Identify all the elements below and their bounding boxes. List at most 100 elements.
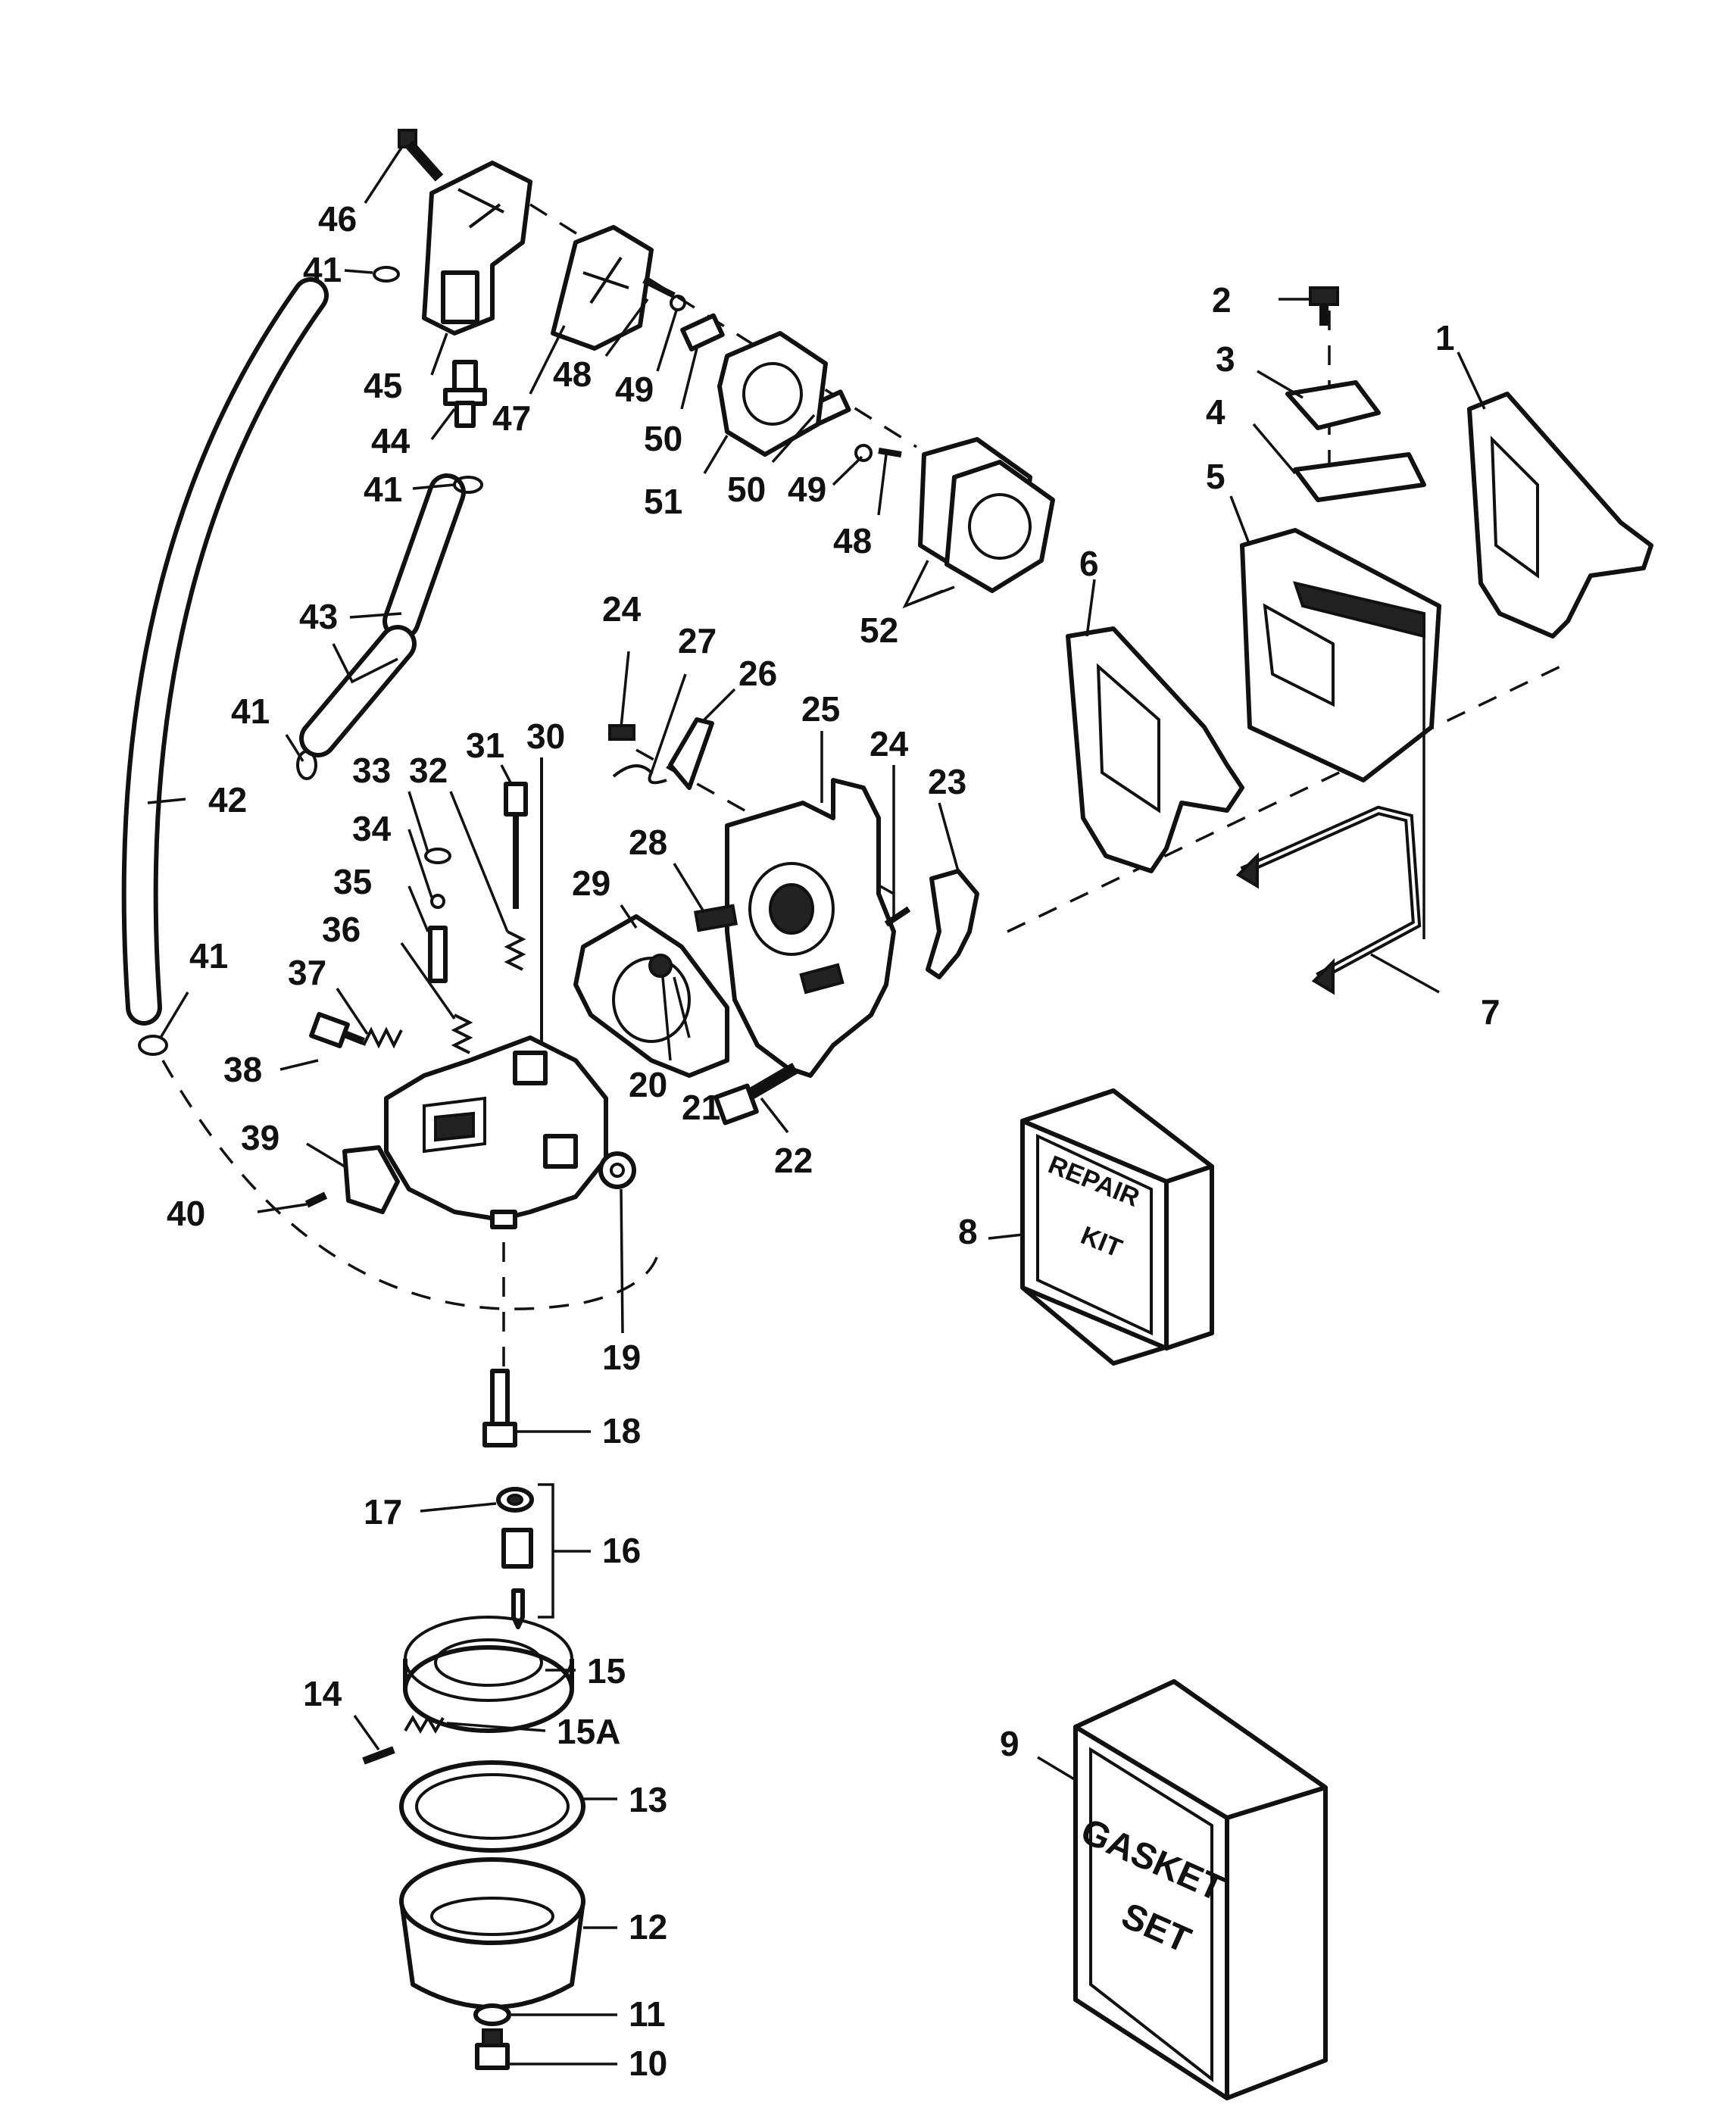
callout-50b: 50 — [727, 470, 766, 509]
callout-43: 43 — [299, 597, 338, 636]
callout-5: 5 — [1206, 457, 1226, 496]
callout-39: 39 — [241, 1118, 279, 1157]
reed-block-5 — [1240, 528, 1441, 782]
bleed-line-7 — [1235, 629, 1425, 995]
fuel-hose-43 — [299, 473, 466, 757]
float-bowl-12 — [399, 1857, 585, 2009]
callout-8: 8 — [958, 1212, 978, 1251]
callout-4: 4 — [1206, 392, 1226, 432]
repair-kit-box-8: REPAIR KIT — [1020, 1088, 1214, 1366]
needle-seat-16 — [501, 1528, 533, 1629]
callout-labels: 1 2 3 4 5 6 7 8 9 10 11 12 13 14 15 15A … — [167, 199, 1500, 2083]
clamp-41 — [138, 266, 483, 1056]
choke-link-31 — [504, 782, 528, 909]
callout-35: 35 — [333, 862, 372, 901]
callout-49a: 49 — [615, 370, 654, 409]
washer-11 — [473, 2003, 511, 2026]
fitting-44 — [443, 360, 487, 428]
callout-47: 47 — [492, 398, 531, 438]
pump-gasket-47 — [551, 225, 654, 351]
needle-valve-38 — [309, 1012, 365, 1048]
callout-49b: 49 — [788, 470, 826, 509]
link-26 — [668, 717, 714, 790]
gasket-set-box-9: GASKET SET — [1073, 1679, 1328, 2100]
callout-11: 11 — [629, 1994, 666, 2034]
callout-33: 33 — [352, 751, 391, 790]
callout-52: 52 — [860, 610, 898, 650]
callout-28: 28 — [629, 823, 667, 862]
gasket-13 — [399, 1760, 585, 1853]
washer-49 — [670, 295, 873, 462]
needle-35 — [428, 926, 448, 983]
callout-42: 42 — [208, 780, 247, 820]
spring-15a — [404, 1715, 445, 1734]
fuel-pump-body-45 — [422, 161, 532, 336]
gasket-6 — [1066, 626, 1244, 873]
callout-37: 37 — [288, 953, 326, 992]
callout-29: 29 — [572, 863, 610, 903]
clip-34 — [430, 894, 445, 909]
callout-16: 16 — [602, 1531, 641, 1570]
pump-cover-51 — [717, 331, 828, 457]
stud-28 — [693, 904, 845, 995]
callout-36: 36 — [322, 910, 361, 949]
callout-10: 10 — [629, 2044, 667, 2083]
callout-40: 40 — [167, 1194, 205, 1233]
callout-27: 27 — [678, 621, 717, 660]
screw-46 — [398, 129, 444, 182]
spring-32 — [504, 930, 526, 971]
gasket-17 — [496, 1487, 534, 1513]
spring-27 — [612, 764, 667, 785]
callout-30: 30 — [526, 717, 565, 756]
screw-2 — [1309, 286, 1339, 326]
carburetor-body — [384, 1035, 608, 1229]
intake-manifold-25 — [725, 778, 896, 1078]
nozzle-18 — [482, 1369, 517, 1447]
callout-31: 31 — [466, 726, 504, 765]
callout-41d: 41 — [189, 936, 228, 976]
gasket-1 — [1467, 392, 1653, 639]
callout-24b: 24 — [870, 724, 909, 763]
callout-51: 51 — [644, 482, 682, 521]
callout-21: 21 — [682, 1088, 720, 1127]
callout-26: 26 — [738, 654, 777, 693]
spring-36 — [451, 1013, 473, 1054]
callout-23: 23 — [928, 762, 966, 801]
callout-41a: 41 — [303, 250, 342, 289]
spring-37 — [362, 1026, 403, 1049]
callout-24a: 24 — [602, 589, 642, 629]
callout-12: 12 — [629, 1907, 667, 1947]
valve-21 — [648, 954, 673, 978]
callout-14: 14 — [303, 1674, 342, 1713]
callout-22: 22 — [774, 1141, 813, 1180]
callout-25: 25 — [801, 689, 840, 729]
callout-41b: 41 — [364, 470, 402, 509]
callout-3: 3 — [1216, 339, 1235, 379]
pump-gaskets-52 — [918, 437, 1055, 593]
float-15 — [403, 1616, 574, 1733]
callout-46: 46 — [318, 199, 357, 239]
screw-22 — [713, 1063, 799, 1126]
throttle-lever-23 — [926, 869, 979, 979]
callout-15a: 15A — [557, 1712, 620, 1751]
callout-1: 1 — [1435, 318, 1455, 358]
retainer-33 — [424, 848, 451, 864]
callout-17: 17 — [364, 1492, 402, 1532]
screw-48 — [642, 277, 902, 457]
callout-9: 9 — [1000, 1724, 1019, 1763]
callout-18: 18 — [602, 1411, 641, 1450]
callout-20: 20 — [629, 1065, 667, 1104]
callout-50a: 50 — [644, 419, 682, 458]
callout-6: 6 — [1079, 544, 1099, 583]
callout-19: 19 — [602, 1338, 641, 1377]
pin-14 — [362, 1746, 395, 1765]
gasket-29 — [573, 914, 729, 1078]
callout-38: 38 — [223, 1050, 262, 1089]
screw-40 — [304, 1191, 328, 1208]
callout-15: 15 — [587, 1651, 626, 1691]
plug-10 — [475, 2028, 510, 2070]
callout-48a: 48 — [553, 354, 592, 394]
cover-plate-39 — [342, 1145, 400, 1214]
callout-13: 13 — [629, 1780, 667, 1819]
callout-48b: 48 — [833, 521, 872, 561]
